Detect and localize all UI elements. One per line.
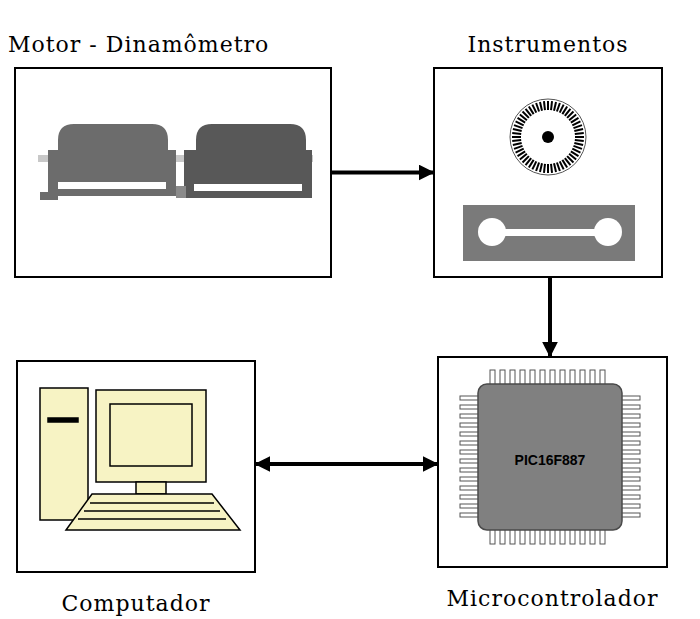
arrow-connector [256, 462, 437, 466]
box-heading: Motor - Dinamômetro [8, 32, 269, 57]
encoder-disk [510, 99, 586, 175]
diagram-box: Computador [16, 360, 256, 573]
box-heading: Instrumentos [467, 32, 628, 57]
chip-marking: PIC16F887 [515, 452, 586, 468]
box-heading: Computador [62, 591, 211, 616]
microcontroller-chip [460, 370, 640, 544]
diagram-box: Motor - Dinamômetro [14, 67, 332, 278]
motor-dynamometer-figure [38, 124, 313, 200]
diagram-box: Instrumentos [433, 67, 663, 278]
computer-figure [40, 388, 240, 530]
arrow-connector [548, 278, 552, 356]
arrow-connector [332, 171, 433, 175]
box-heading: Microcontrolador [447, 586, 659, 611]
load-cell [463, 205, 635, 261]
